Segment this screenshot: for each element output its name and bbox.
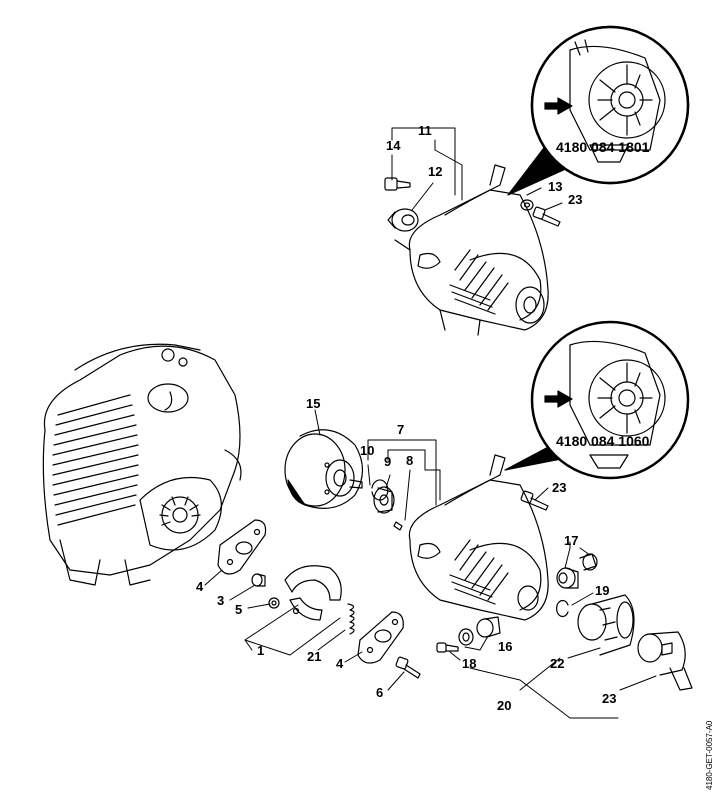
svg-text:6: 6	[376, 685, 383, 700]
lower-detail-circle	[504, 320, 690, 480]
svg-text:16: 16	[498, 639, 512, 654]
svg-text:19: 19	[595, 583, 609, 598]
clutch-shoes-1	[284, 565, 342, 621]
bushing-16	[458, 616, 501, 646]
spring-2	[347, 603, 355, 635]
svg-text:9: 9	[384, 454, 391, 469]
svg-text:10: 10	[360, 443, 374, 458]
drawing-code: 4180-GET-0057-A0	[705, 720, 714, 790]
svg-text:4180 084 1801: 4180 084 1801	[556, 139, 650, 155]
clutch-drum-15	[284, 429, 364, 509]
washer-13	[520, 199, 534, 211]
leader-lines	[204, 127, 657, 719]
svg-text:21: 21	[307, 649, 321, 664]
svg-text:23: 23	[568, 192, 582, 207]
screw-23-upper	[532, 206, 561, 227]
upper-part-number: 4180 084 1801	[556, 139, 650, 155]
svg-text:20: 20	[497, 698, 511, 713]
svg-text:8: 8	[406, 453, 413, 468]
svg-text:13: 13	[548, 179, 562, 194]
svg-text:12: 12	[428, 164, 442, 179]
sleeve-21	[577, 594, 635, 656]
svg-text:23: 23	[602, 691, 616, 706]
svg-text:1: 1	[257, 643, 264, 658]
carrier-plate-4-upper	[217, 519, 267, 575]
washer-5	[268, 597, 280, 609]
svg-text:11: 11	[418, 123, 432, 138]
coupling-22	[637, 631, 693, 691]
screw-23-lower	[520, 490, 549, 511]
svg-text:23: 23	[552, 480, 566, 495]
carrier-plate-4-lower	[357, 611, 404, 664]
svg-text:17: 17	[564, 533, 578, 548]
svg-text:5: 5	[235, 602, 242, 617]
svg-text:15: 15	[306, 396, 320, 411]
svg-text:4180 084 1060: 4180 084 1060	[556, 433, 650, 449]
bearing-9	[373, 486, 395, 514]
screw-6	[395, 656, 421, 679]
upper-gear-housing	[394, 164, 549, 336]
screw-18	[436, 642, 459, 653]
upper-detail-circle	[507, 25, 690, 196]
svg-text:18: 18	[462, 656, 476, 671]
svg-text:22: 22	[550, 656, 564, 671]
screw-14	[384, 177, 411, 191]
circlip-19	[556, 599, 569, 618]
bearing-12	[387, 208, 419, 232]
svg-text:3: 3	[217, 593, 224, 608]
bushing-17	[556, 553, 598, 589]
lower-part-number: 4180 084 1060	[556, 433, 650, 449]
lower-gear-housing	[408, 454, 549, 621]
spacer-3	[251, 573, 266, 587]
svg-text:14: 14	[386, 138, 401, 153]
callout-labels: 1 21 3 4 4 5 6 7 8 9 10 11 12 13 14 15 1…	[196, 123, 616, 713]
circlip-10	[371, 479, 389, 501]
svg-text:7: 7	[397, 422, 404, 437]
svg-text:4: 4	[336, 656, 344, 671]
engine-housing	[42, 343, 242, 586]
svg-text:4: 4	[196, 579, 204, 594]
washer-8	[393, 521, 403, 531]
